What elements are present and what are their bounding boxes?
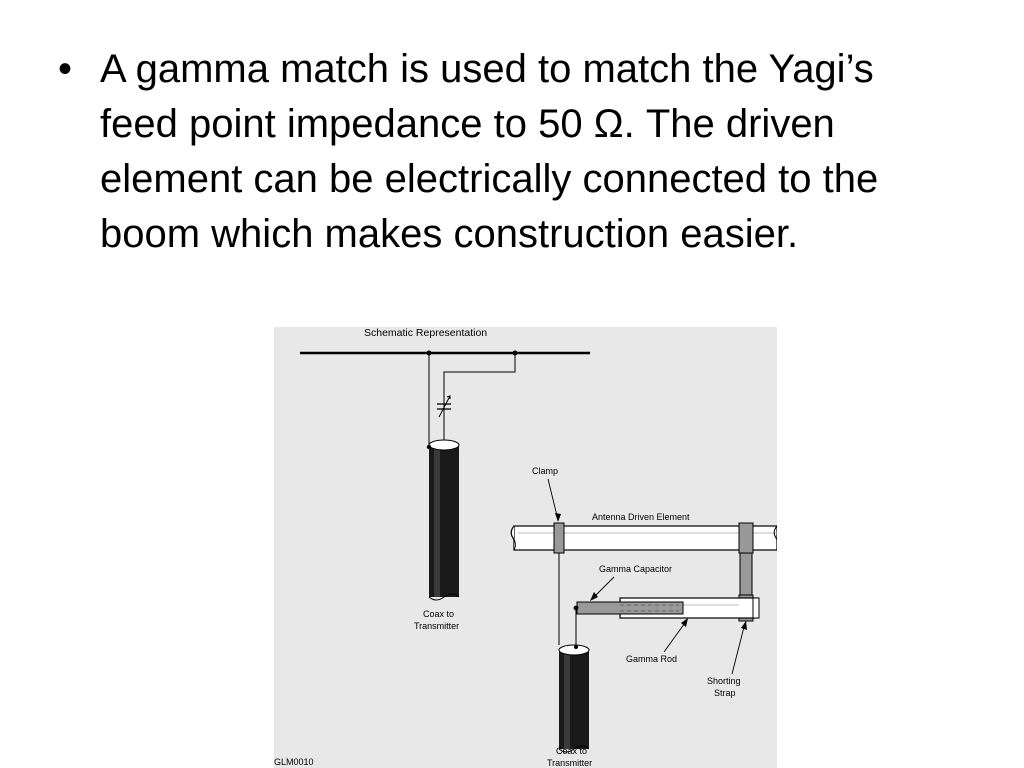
coax-right-label-line2: Transmitter — [547, 758, 592, 768]
figure-id: GLM0010 — [274, 757, 314, 767]
gamma-capacitor — [576, 601, 684, 615]
bullet-text: A gamma match is used to match the Yagi’… — [100, 47, 879, 256]
coax-cable-right — [558, 644, 590, 753]
gamma-rod-label: Gamma Rod — [626, 654, 677, 664]
gamma-rod-pointer-head — [681, 618, 688, 627]
bullet-marker: • — [58, 47, 73, 91]
driven-element-label: Antenna Driven Element — [592, 512, 690, 522]
gamma-capacitor-pointer-head — [590, 592, 598, 601]
clamp — [553, 522, 565, 554]
schematic-gamma-wire — [443, 353, 516, 445]
shorting-strap-pointer — [731, 622, 746, 675]
coax-left-label-line1: Coax to — [423, 609, 454, 619]
clamp-pointer — [547, 478, 559, 521]
driven-element-tube — [510, 525, 777, 551]
shorting-strap-pointer-head — [741, 621, 747, 630]
shorting-strap-label-line2: Strap — [714, 688, 736, 698]
clamp-label: Clamp — [532, 466, 558, 476]
shorting-strap-label-line1: Shorting — [707, 676, 741, 686]
clamp-pointer-head — [555, 513, 561, 522]
schematic-title: Schematic Representation — [364, 327, 487, 339]
coax-right-label-line1: Coax to — [556, 746, 587, 756]
gamma-rod-pointer — [663, 619, 688, 653]
coax-left-label-line2: Transmitter — [414, 621, 459, 631]
coax-cable-left — [426, 439, 460, 601]
gamma-match-figure: Schematic Representation Coax to Transmi… — [274, 327, 777, 768]
gamma-capacitor-label: Gamma Capacitor — [599, 564, 672, 574]
variable-capacitor-icon — [437, 395, 451, 418]
